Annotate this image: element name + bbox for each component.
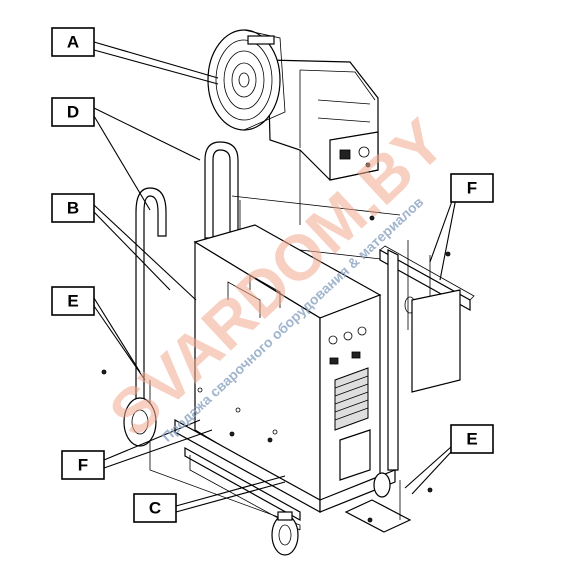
- label-b-text: B: [67, 199, 79, 218]
- label-c: C: [133, 493, 177, 523]
- wire-spool: [207, 29, 286, 131]
- label-a-text: A: [67, 33, 79, 52]
- label-f-right: F: [450, 173, 494, 203]
- leader-lines: [93, 41, 457, 513]
- bottom-frame: [174, 418, 412, 533]
- label-f-left-text: F: [78, 456, 88, 475]
- label-e-left-text: E: [67, 292, 78, 311]
- wire-feeder-unit: [207, 29, 379, 225]
- label-e-right-text: E: [466, 430, 477, 449]
- label-a: A: [51, 27, 95, 57]
- trolley-frame: [149, 195, 475, 530]
- power-source-cabinet: [193, 224, 382, 507]
- right-caster-wheel: [373, 472, 391, 498]
- label-d: D: [51, 97, 95, 127]
- label-f-right-text: F: [467, 179, 477, 198]
- vent-grille: [334, 367, 369, 431]
- label-b: B: [51, 193, 95, 223]
- front-caster-wheel: [271, 511, 299, 556]
- label-f-left: F: [61, 450, 105, 480]
- label-e-left: E: [51, 286, 95, 316]
- label-e-right: E: [450, 424, 494, 454]
- label-d-text: D: [67, 103, 79, 122]
- wheels: [123, 397, 391, 556]
- screws: [101, 215, 451, 523]
- rear-wheel: [123, 397, 157, 447]
- label-c-text: C: [149, 499, 161, 518]
